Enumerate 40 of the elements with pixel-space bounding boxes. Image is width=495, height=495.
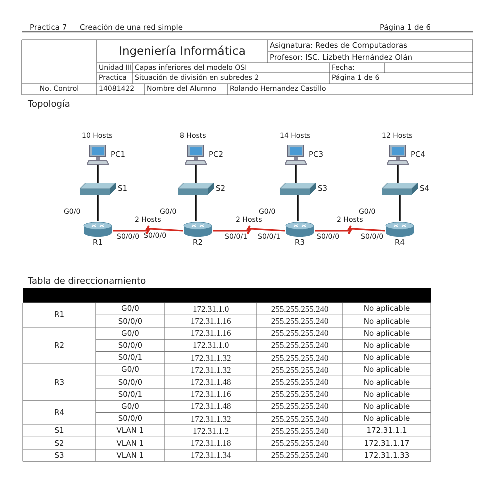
serial-link bbox=[113, 225, 184, 235]
table-cell-text: 172.31.1.2 bbox=[192, 425, 230, 438]
table-cell-text: 172.31.1.18 bbox=[190, 437, 232, 450]
network-link bbox=[297, 195, 299, 222]
table-cell-text: 255.255.255.240 bbox=[270, 340, 330, 352]
network-link bbox=[195, 165, 197, 183]
table-cell-text: 172.31.1.48 bbox=[190, 400, 232, 413]
table-cell-text: 172.31.1.0 bbox=[192, 340, 230, 352]
network-link bbox=[295, 165, 297, 183]
network-link bbox=[195, 195, 197, 222]
table-cell-text: 172.31.1.32 bbox=[190, 412, 232, 425]
section-heading: Topología bbox=[28, 99, 72, 111]
table-cell-text: 172.31.1.16 bbox=[190, 327, 232, 340]
table-cell-text: 255.255.255.240 bbox=[270, 364, 330, 376]
network-link bbox=[97, 195, 99, 222]
table-cell-text: 172.31.1.32 bbox=[190, 364, 232, 376]
serial-link bbox=[213, 225, 286, 235]
table-cell-text: 172.31.1.0 bbox=[192, 303, 230, 316]
section-heading: Tabla de direccionamiento bbox=[28, 276, 148, 288]
table-cell-text: 255.255.255.240 bbox=[270, 303, 330, 316]
table-cell-text: 255.255.255.240 bbox=[270, 352, 330, 364]
table-cell-text: 172.31.1.16 bbox=[190, 388, 232, 401]
table-cell-text: 255.255.255.240 bbox=[270, 315, 330, 328]
table-cell-text: 255.255.255.240 bbox=[270, 400, 330, 413]
table-cell-text: 255.255.255.240 bbox=[270, 449, 330, 462]
header-title: Ingeniería Informática bbox=[118, 42, 247, 60]
table-cell-text: 255.255.255.240 bbox=[270, 437, 330, 450]
table-cell-text: 172.31.1.32 bbox=[190, 352, 232, 364]
network-link bbox=[97, 165, 99, 183]
serial-link bbox=[315, 225, 386, 235]
table-cell-text: 172.31.1.34 bbox=[190, 449, 232, 462]
table-cell-text: 255.255.255.240 bbox=[270, 388, 330, 401]
table-cell-text: 255.255.255.240 bbox=[270, 327, 330, 340]
network-link bbox=[397, 165, 399, 183]
table-cell-text: 255.255.255.240 bbox=[270, 376, 330, 388]
table-cell-text: 255.255.255.240 bbox=[270, 412, 330, 425]
table-cell-text: 172.31.1.16 bbox=[190, 315, 232, 328]
table-cell-text: 255.255.255.240 bbox=[270, 425, 330, 438]
table-cell-text: 172.31.1.48 bbox=[190, 376, 232, 388]
network-link bbox=[399, 195, 401, 222]
